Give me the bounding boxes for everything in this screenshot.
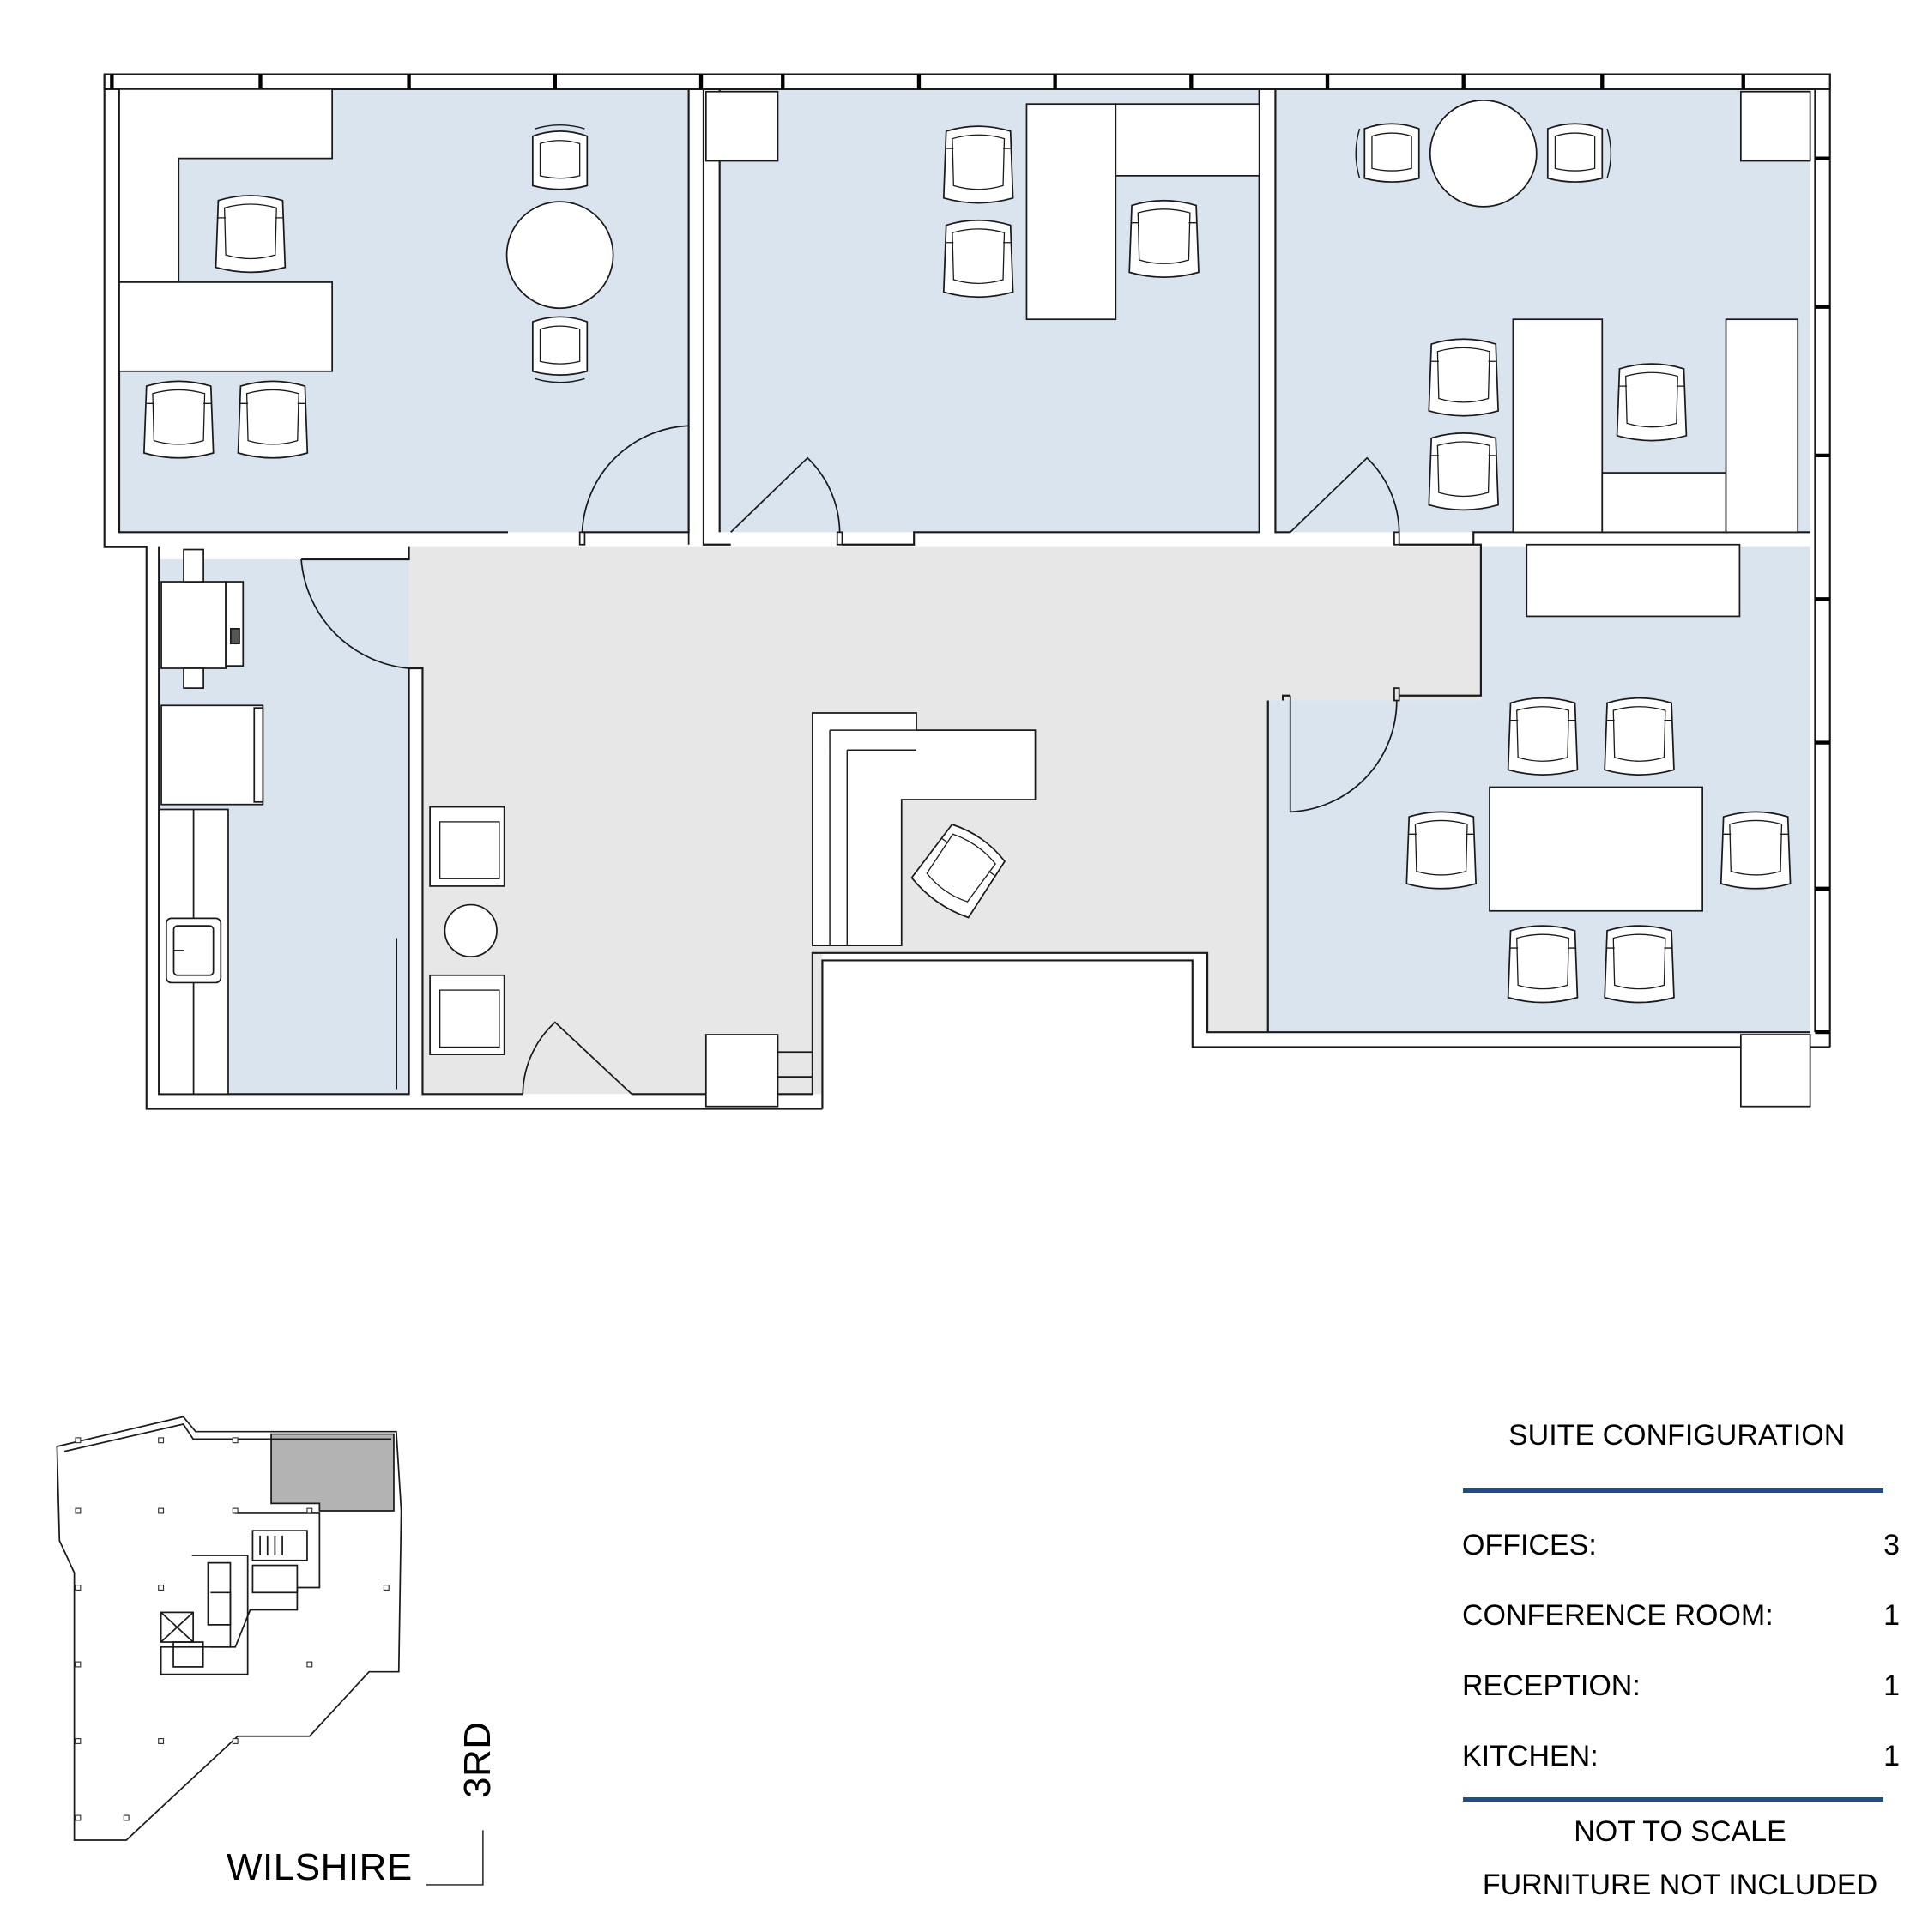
street-label-3rd: 3RD xyxy=(456,1721,499,1798)
furniture-northeast-office xyxy=(1355,99,1799,534)
doors xyxy=(300,425,1400,1095)
legend-row-reception: RECEPTION: 1 xyxy=(1462,1669,1900,1704)
note-furniture-not-included: FURNITURE NOT INCLUDED xyxy=(1482,1869,1878,1901)
legend-label: OFFICES: xyxy=(1462,1529,1597,1561)
window-mullions xyxy=(110,74,1830,1035)
legend-label: RECEPTION: xyxy=(1462,1669,1641,1702)
furniture-conference-room xyxy=(1405,543,1792,1004)
legend-value: 1 xyxy=(1883,1740,1900,1772)
legend-label: KITCHEN: xyxy=(1462,1740,1599,1772)
note-not-to-scale: NOT TO SCALE xyxy=(1574,1815,1786,1848)
furniture-reception xyxy=(429,712,1037,1055)
legend-value: 3 xyxy=(1883,1529,1900,1561)
legend-value: 1 xyxy=(1883,1599,1900,1632)
walls xyxy=(103,73,1831,1110)
furniture-northwest-office xyxy=(118,88,614,459)
furniture-north-office xyxy=(942,103,1260,321)
legend-row-offices: OFFICES: 3 xyxy=(1462,1529,1900,1563)
kitchen-fixtures xyxy=(158,548,398,1096)
suite-floor-plan xyxy=(103,73,1831,1110)
legend-value: 1 xyxy=(1883,1669,1900,1702)
street-leader-line xyxy=(426,1830,484,1886)
legend-bottom-rule xyxy=(1463,1797,1883,1802)
columns xyxy=(704,90,1811,1108)
street-label-wilshire: WILSHIRE xyxy=(227,1846,413,1888)
key-plan-columns xyxy=(75,1437,390,1821)
key-plan-highlighted-suite xyxy=(270,1433,395,1512)
legend-row-kitchen: KITCHEN: 1 xyxy=(1462,1740,1900,1774)
legend-top-rule xyxy=(1463,1488,1883,1493)
legend-title: SUITE CONFIGURATION xyxy=(1508,1419,1846,1452)
legend-label: CONFERENCE ROOM: xyxy=(1462,1599,1774,1632)
reception-area xyxy=(408,546,1481,1095)
legend-row-conference-room: CONFERENCE ROOM: 1 xyxy=(1462,1599,1900,1633)
